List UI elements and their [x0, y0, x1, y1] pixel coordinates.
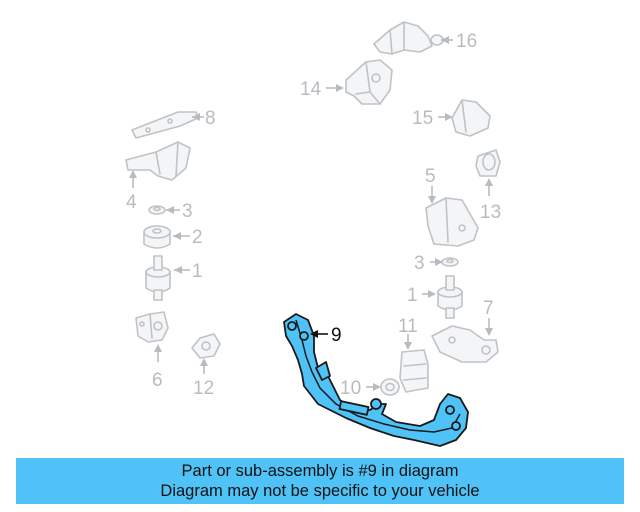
banner-line-1: Part or sub-assembly is #9 in diagram [181, 462, 459, 480]
callout-3-right: 3 [414, 253, 425, 274]
callout-8: 8 [205, 108, 216, 129]
part-14-bracket [345, 59, 393, 105]
callout-12: 12 [193, 378, 214, 399]
part-3-washer-right [441, 257, 459, 267]
part-3-washer-left [148, 205, 166, 215]
part-8-bracket [131, 111, 199, 139]
part-10-bushing [380, 378, 400, 396]
part-1-mount-right [437, 275, 463, 319]
part-2-mount [143, 225, 171, 249]
part-1-mount-left [145, 255, 171, 301]
callout-7: 7 [483, 298, 494, 319]
callout-11: 11 [398, 316, 418, 337]
callout-1-left: 1 [192, 261, 203, 282]
part-5-bracket [425, 197, 479, 247]
callout-5: 5 [425, 166, 436, 187]
callout-15: 15 [412, 108, 433, 129]
part-11-mount [399, 349, 429, 393]
part-7-bracket [431, 325, 499, 363]
part-12-bracket [191, 333, 221, 359]
callout-2: 2 [192, 227, 203, 248]
callout-14: 14 [300, 79, 322, 100]
callout-16: 16 [456, 31, 477, 52]
banner-line-2: Diagram may not be specific to your vehi… [160, 482, 480, 500]
part-15-bracket [451, 99, 491, 137]
callout-3-left: 3 [182, 201, 193, 222]
part-9-crossmember[interactable] [283, 313, 469, 447]
callout-9: 9 [331, 325, 342, 346]
callout-6: 6 [152, 370, 163, 391]
parts-diagram: 16 14 8 4 3 2 [125, 21, 501, 447]
part-16-bracket [373, 21, 444, 55]
part-4-bracket [125, 141, 191, 181]
part-13-mount [475, 149, 501, 177]
callout-1-right: 1 [407, 285, 418, 306]
callout-13: 13 [480, 202, 501, 223]
info-banner: Part or sub-assembly is #9 in diagram Di… [16, 458, 624, 504]
callout-10: 10 [340, 378, 361, 399]
part-6-bracket [135, 311, 169, 343]
callout-4: 4 [126, 192, 137, 213]
